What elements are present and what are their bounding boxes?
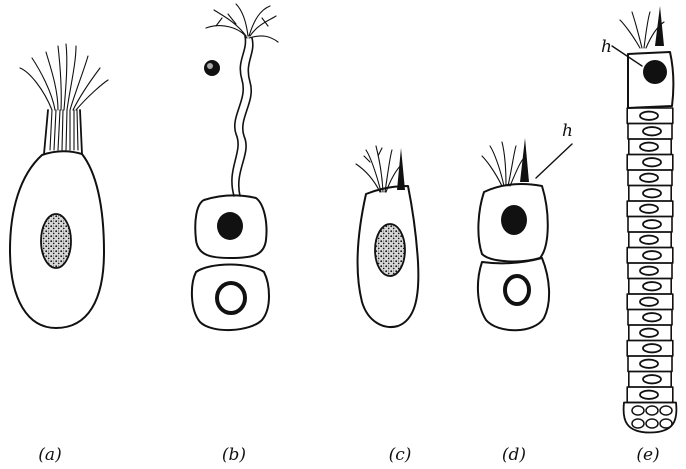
column-cell: [627, 387, 673, 403]
column-base-cell: [632, 406, 644, 415]
column-cell-nucleus: [640, 391, 658, 399]
panel-b-support-nucleus: [217, 283, 245, 313]
column-cell-nucleus: [640, 143, 658, 151]
panel-a-label: (a): [38, 445, 61, 465]
column-cell: [628, 170, 672, 186]
panel-c-hair-tuft: [356, 146, 402, 192]
column-cell-nucleus: [640, 360, 658, 368]
panel-c-label: (c): [389, 445, 412, 465]
column-cell: [628, 124, 672, 140]
column-cell: [629, 372, 671, 388]
panel-d-hair-tuft: [482, 142, 524, 186]
panel-e-cell-stack: [624, 108, 677, 433]
column-cell: [629, 186, 671, 202]
panel-c-cell: [356, 146, 418, 327]
panel-d-nucleus: [501, 205, 527, 235]
column-base-cell: [646, 419, 658, 428]
panel-e-nucleus: [643, 60, 667, 84]
panel-b-dendrite-tuft: [206, 4, 278, 42]
column-base-cell: [632, 419, 644, 428]
panel-a-cell: [10, 44, 108, 328]
column-cell-nucleus: [643, 313, 661, 321]
column-cell-nucleus: [643, 375, 661, 383]
column-cell-nucleus: [643, 220, 661, 228]
column-base-cell: [646, 406, 658, 415]
column-cell-nucleus: [640, 298, 658, 306]
panel-d-cells: h: [478, 121, 573, 330]
column-cell: [627, 201, 673, 217]
column-base-cell: [660, 419, 672, 428]
column-cell: [628, 310, 672, 326]
column-cell: [627, 248, 673, 264]
panel-d-h-pointer: [536, 144, 572, 178]
column-cell-nucleus: [640, 236, 658, 244]
panel-a-hair-bundle: [20, 44, 108, 150]
column-cell-nucleus: [643, 282, 661, 290]
panel-e-label: (e): [636, 445, 659, 465]
column-cell-nucleus: [640, 329, 658, 337]
column-cell: [629, 325, 671, 341]
panel-c-nucleus: [375, 224, 405, 276]
column-cell-nucleus: [640, 174, 658, 182]
column-cell: [627, 155, 673, 171]
column-cell-nucleus: [643, 344, 661, 352]
column-cell-nucleus: [643, 251, 661, 259]
column-cell-nucleus: [643, 189, 661, 197]
column-cell-nucleus: [640, 205, 658, 213]
column-base-cell: [660, 406, 672, 415]
column-cell: [627, 108, 673, 124]
column-cell: [628, 263, 672, 279]
column-cell-nucleus: [640, 112, 658, 120]
column-cell: [629, 139, 671, 155]
panel-b-nucleus: [217, 212, 243, 240]
column-cell: [629, 232, 671, 248]
panel-e-h-label: h: [601, 37, 612, 57]
column-cell-nucleus: [643, 127, 661, 135]
panel-d-support-nucleus: [505, 276, 529, 304]
panel-e-stereocilium: [655, 6, 664, 46]
panel-d-h-label: h: [562, 121, 573, 141]
column-cell-nucleus: [643, 158, 661, 166]
panel-b-label: (b): [222, 445, 246, 465]
column-cell: [628, 356, 672, 372]
panel-e-column: h: [601, 6, 676, 433]
column-cell: [627, 294, 673, 310]
column-cell: [627, 341, 673, 357]
panel-a-nucleus: [41, 214, 71, 268]
column-cell: [628, 217, 672, 233]
panel-d-label: (d): [502, 445, 526, 465]
column-cell-nucleus: [640, 267, 658, 275]
panel-b-cells: [192, 4, 278, 330]
column-cell: [629, 279, 671, 295]
panel-d-stereocilium: [520, 138, 529, 182]
